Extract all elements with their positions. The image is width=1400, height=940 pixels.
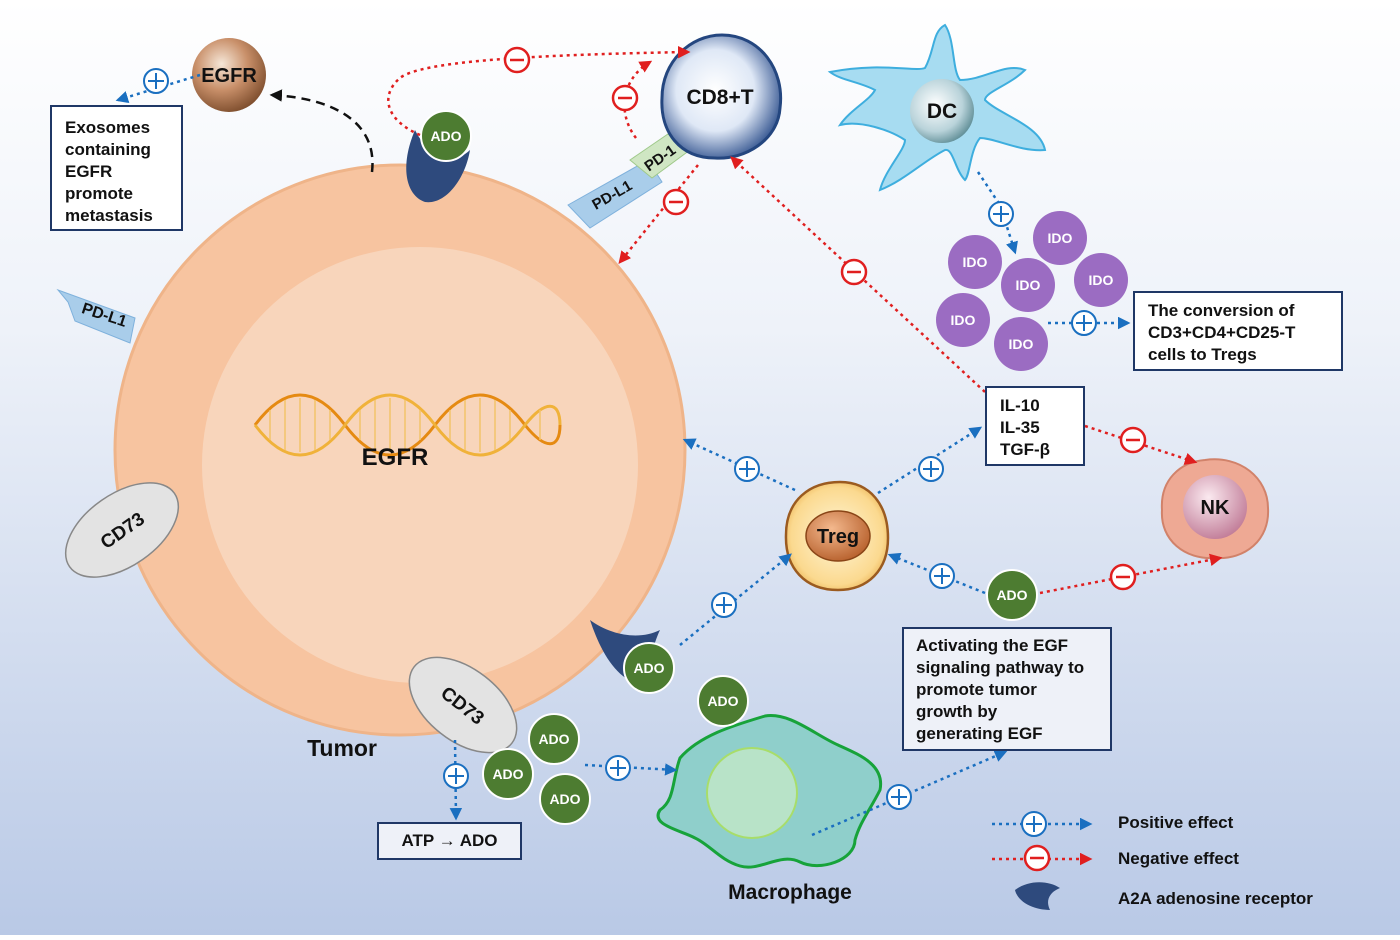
egf-line: growth by (916, 702, 998, 721)
svg-text:EGFR: EGFR (201, 65, 257, 87)
egf-line: signaling pathway to (916, 658, 1085, 677)
svg-text:NK: NK (1201, 497, 1230, 519)
cytokines-box: IL-10 IL-35 TGF-β (985, 386, 1085, 466)
svg-text:ADO: ADO (707, 693, 738, 709)
a2a-receptor-icon (406, 130, 470, 203)
atp-ado-label: ATP → ADO (401, 831, 498, 850)
cd8-t-cell: CD8+T (660, 33, 783, 160)
ido-molecule: IDO (948, 235, 1002, 289)
svg-text:IDO: IDO (963, 254, 988, 270)
legend-negative-label: Negative effect (1118, 849, 1239, 868)
ado-molecule: ADO (697, 675, 749, 727)
egf-line: generating EGF (916, 724, 1043, 743)
egfr-gene-label: EGFR (362, 444, 429, 471)
legend-negative: Negative effect (992, 844, 1239, 872)
cytokine-il10: IL-10 (1000, 396, 1040, 415)
svg-text:Treg: Treg (817, 526, 859, 548)
ado-molecule: ADO (539, 773, 591, 825)
cytokine-tgfb: TGF-β (1000, 440, 1051, 459)
treg-conversion-line: CD3+CD4+CD25-T (1148, 323, 1296, 342)
exosome-line: containing (65, 140, 151, 159)
legend-positive: Positive effect (992, 811, 1234, 837)
cd73-left-marker: CD73 (64, 482, 180, 578)
plus-circle-icon (988, 201, 1014, 227)
ado-molecule: ADO (528, 713, 580, 765)
ido-molecule: IDO (994, 317, 1048, 371)
plus-circle-icon (886, 784, 912, 810)
svg-text:ADO: ADO (633, 660, 664, 676)
ido-molecules: IDO IDO IDO IDO IDO IDO (936, 211, 1128, 371)
legend: Positive effect Negative effect A2A aden… (992, 811, 1313, 910)
exosome-line: promote (65, 184, 133, 203)
svg-text:IDO: IDO (1016, 277, 1041, 293)
plus-circle-icon (443, 763, 469, 789)
dendritic-cell: DC (827, 23, 1047, 192)
minus-circle-icon (1119, 426, 1147, 454)
legend-receptor-label: A2A adenosine receptor (1118, 889, 1313, 908)
minus-circle-icon (840, 258, 868, 286)
cytokine-il35: IL-35 (1000, 418, 1040, 437)
treg-conversion-line: cells to Tregs (1148, 345, 1257, 364)
macrophage-label: Macrophage (728, 881, 852, 904)
minus-circle-icon (662, 188, 690, 216)
svg-text:IDO: IDO (1009, 336, 1034, 352)
exosome-release-arrow (269, 89, 374, 173)
egf-pathway-box: Activating the EGF signaling pathway to … (902, 627, 1112, 751)
treg-cell: Treg (784, 480, 890, 592)
minus-circle-icon (503, 46, 531, 74)
minus-circle-icon (611, 84, 639, 112)
exosome-line: Exosomes (65, 118, 151, 137)
treg-conversion-line: The conversion of (1148, 301, 1295, 320)
ado-molecule: ADO (482, 748, 534, 800)
svg-text:DC: DC (927, 100, 957, 123)
tumor-cell (113, 163, 687, 737)
ado-molecule: ADO (986, 569, 1038, 621)
tumor-label: Tumor (307, 735, 377, 761)
plus-circle-icon (1071, 310, 1097, 336)
exosome-line: metastasis (65, 206, 153, 225)
plus-circle-icon (734, 456, 760, 482)
ido-molecule: IDO (1033, 211, 1087, 265)
treg-conversion-box: The conversion of CD3+CD4+CD25-T cells t… (1133, 291, 1343, 371)
nk-cell: NK (1160, 458, 1270, 560)
egf-line: promote tumor (916, 680, 1037, 699)
plus-circle-icon (918, 456, 944, 482)
cd73-bottom-marker: CD73 (408, 656, 518, 754)
exosome-line: EGFR (65, 162, 113, 181)
exosome-info-box: Exosomes containing EGFR promote metasta… (50, 105, 183, 231)
svg-text:CD8+T: CD8+T (686, 86, 753, 109)
dna-helix-icon (253, 393, 562, 457)
ido-molecule: IDO (1001, 258, 1055, 312)
egf-line: Activating the EGF (916, 636, 1069, 655)
ado-molecule: ADO (420, 110, 472, 162)
svg-text:ADO: ADO (430, 128, 461, 144)
ido-molecule: IDO (936, 293, 990, 347)
svg-text:IDO: IDO (1089, 272, 1114, 288)
minus-circle-icon (1109, 563, 1137, 591)
plus-circle-icon (711, 592, 737, 618)
svg-text:ADO: ADO (996, 587, 1027, 603)
svg-text:ADO: ADO (549, 791, 580, 807)
minus-circle-icon (1023, 844, 1051, 872)
svg-text:IDO: IDO (951, 312, 976, 328)
svg-text:IDO: IDO (1048, 230, 1073, 246)
atp-ado-box: ATP → ADO (377, 822, 522, 860)
svg-text:ADO: ADO (538, 731, 569, 747)
plus-circle-icon (1021, 811, 1047, 837)
legend-positive-label: Positive effect (1118, 813, 1234, 832)
legend-receptor: A2A adenosine receptor (1015, 882, 1313, 910)
plus-circle-icon (143, 68, 169, 94)
ado-molecule: ADO (623, 642, 675, 694)
egfr-exosome: EGFR (192, 38, 266, 112)
plus-circle-icon (929, 563, 955, 589)
a2a-receptor-icon (1015, 882, 1060, 910)
plus-circle-icon (605, 755, 631, 781)
svg-text:ADO: ADO (492, 766, 523, 782)
ido-molecule: IDO (1074, 253, 1128, 307)
